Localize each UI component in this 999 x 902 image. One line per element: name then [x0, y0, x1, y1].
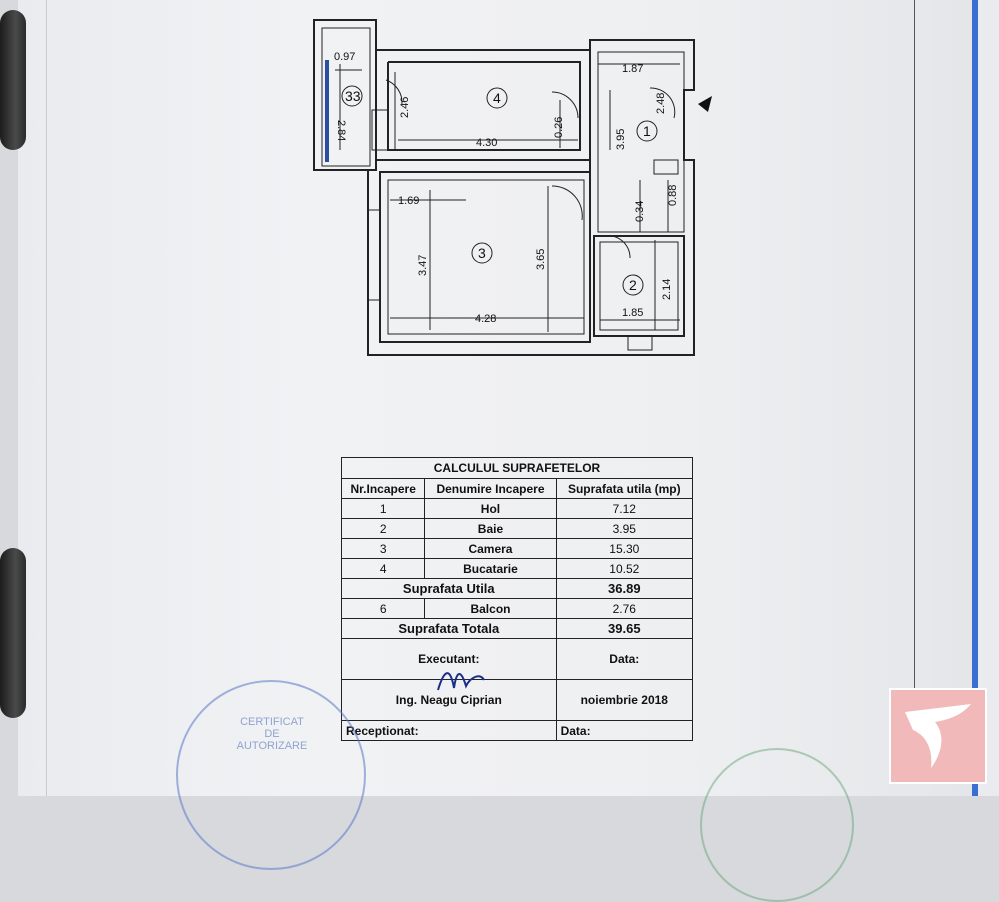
dim-hol-h: 3.95 [615, 129, 627, 150]
row-name: Hol [424, 498, 557, 519]
totala-value: 39.65 [555, 618, 694, 639]
page-frame-line [914, 0, 915, 700]
totala-label: Suprafata Totala [341, 618, 557, 639]
dim-camera-w: 4.28 [475, 313, 496, 325]
col-header-area: Suprafata utila (mp) [555, 478, 694, 499]
row-nr: 2 [340, 518, 426, 539]
row-nr: 3 [340, 538, 426, 559]
table-row: 2 Baie 3.95 [340, 518, 694, 539]
publicity-stamp [700, 748, 854, 902]
dim-hol-door: 2.48 [655, 93, 667, 114]
room-number-3: 3 [478, 245, 486, 261]
room-number-1: 1 [643, 123, 651, 139]
dim-bucatarie-w: 4.30 [476, 137, 497, 149]
dim-baie-h: 2.14 [661, 279, 673, 300]
row-area: 2.76 [555, 598, 694, 619]
dim-hol-small1: 0.34 [634, 201, 646, 222]
row-area: 10.52 [555, 558, 694, 579]
dim-camera-offset: 1.69 [398, 195, 419, 207]
table-row-totala: Suprafata Totala 39.65 [341, 618, 694, 639]
row-name: Balcon [424, 598, 557, 619]
floor-plan: 33 4 1 3 2 0.97 2.84 2.46 4.30 0.26 1.87… [313, 19, 712, 356]
binder-ring-bottom [0, 548, 26, 718]
table-row-utila: Suprafata Utila 36.89 [341, 578, 694, 599]
table-row: 4 Bucatarie 10.52 [340, 558, 694, 579]
utila-label: Suprafata Utila [341, 578, 557, 599]
margin-line [46, 0, 47, 796]
watermark-logo [889, 688, 987, 784]
brand-icon [905, 704, 971, 768]
room-number-4: 4 [493, 90, 501, 106]
engineer-name: Ing. Neagu Ciprian [341, 672, 557, 721]
engineer-text: Ing. Neagu Ciprian [395, 693, 502, 707]
data-label-2: Data: [555, 720, 694, 741]
row-nr: 4 [340, 558, 426, 579]
folder-edge [972, 0, 978, 796]
dim-hol-w: 1.87 [622, 63, 643, 75]
data-label: Data: [555, 638, 694, 680]
row-area: 3.95 [555, 518, 694, 539]
dim-bucatarie-wall: 0.26 [553, 117, 565, 138]
row-name: Baie [424, 518, 557, 539]
table-row: 6 Balcon 2.76 [340, 598, 694, 619]
row-name: Camera [424, 538, 557, 559]
surface-table: CALCULUL SUPRAFETELOR Nr.Incapere Denumi… [340, 457, 694, 741]
dim-bucatarie-h: 2.46 [399, 97, 411, 118]
dim-balcon-w: 0.97 [334, 51, 355, 63]
stamp-text: CERTIFICAT DE AUTORIZARE [236, 716, 308, 752]
room-number-2: 2 [629, 277, 637, 293]
north-arrow-icon [698, 96, 712, 112]
row-nr: 6 [340, 598, 426, 619]
balcony-wall [313, 19, 377, 171]
row-area: 15.30 [555, 538, 694, 559]
folder-margin [978, 0, 999, 796]
binder-ring-top [0, 10, 26, 150]
dim-hol-small2: 0.88 [667, 185, 679, 206]
col-header-nr: Nr.Incapere [340, 478, 426, 499]
dim-camera-h1: 3.47 [417, 255, 429, 276]
row-area: 7.12 [555, 498, 694, 519]
table-row: 3 Camera 15.30 [340, 538, 694, 559]
dim-balcon-h: 2.84 [335, 120, 347, 141]
date-value: noiembrie 2018 [555, 679, 694, 721]
utila-value: 36.89 [555, 578, 694, 599]
row-nr: 1 [340, 498, 426, 519]
dim-camera-h2: 3.65 [535, 249, 547, 270]
dim-baie-w: 1.85 [622, 307, 643, 319]
receptionat-label: Receptionat: [341, 720, 557, 741]
table-title: CALCULUL SUPRAFETELOR [341, 457, 693, 479]
table-row: 1 Hol 7.12 [340, 498, 694, 519]
room-number-33: 33 [345, 88, 361, 104]
row-name: Bucatarie [424, 558, 557, 579]
signature [437, 672, 485, 691]
authorization-stamp [176, 680, 366, 870]
col-header-name: Denumire Incapere [424, 478, 557, 499]
